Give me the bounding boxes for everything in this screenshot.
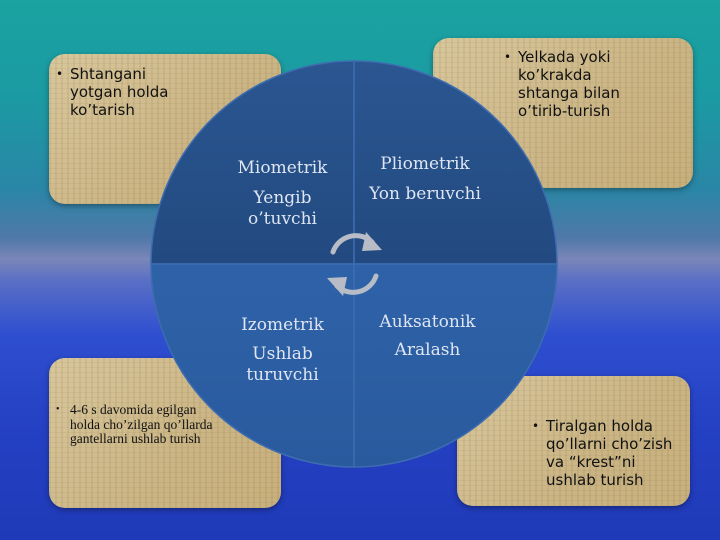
quadrant-label-top-left: Miometrik Yengib o’tuvchi [225,158,340,230]
quadrant-title: Miometrik [237,158,328,178]
quadrant-subtitle: Ushlab turuvchi [246,344,319,385]
card-top-left-bullet: • Shtangani yotgan holda ko’tarish [56,65,196,119]
quadrant-subtitle: Yon beruvchi [369,184,481,204]
bullet-icon: • [504,50,512,64]
quadrant-subtitle: Aralash [394,340,461,360]
quadrant-label-bottom-left: Izometrik Ushlab turuvchi [225,315,340,386]
wheel-quadrant-top-left [150,60,355,265]
wheel-quadrant-top-right [353,60,558,265]
quadrant-subtitle: Yengib o’tuvchi [248,188,317,229]
quadrant-label-bottom-right: Auksatonik Aralash [360,312,495,361]
card-bottom-left-text: 4-6 s davomida egilgan holda cho’zilgan … [70,402,213,446]
quadrant-title: Pliometrik [380,154,470,174]
bullet-icon: • [56,67,64,81]
arrow-head-icon [327,277,347,296]
card-top-right-text: Yelkada yoki ko’krakda shtanga bilan o’t… [518,48,620,120]
quadrant-label-top-right: Pliometrik Yon beruvchi [365,154,485,205]
quadrant-title: Auksatonik [379,312,476,332]
quadrant-title: Izometrik [241,315,324,335]
wheel-quadrant-bottom-left [150,263,355,468]
card-bottom-right-text: Tiralgan holda qo’llarni cho’zish va “kr… [546,417,673,489]
wheel-quadrant-bottom-right [353,263,558,468]
card-top-left-text: Shtangani yotgan holda ko’tarish [70,65,169,119]
arrow-head-icon [362,232,382,251]
card-bottom-left-bullet: • 4-6 s davomida egilgan holda cho’zilga… [56,402,216,447]
bullet-icon: • [56,404,60,415]
bullet-icon: • [532,419,540,433]
card-top-right-bullet: • Yelkada yoki ko’krakda shtanga bilan o… [504,48,654,120]
card-bottom-right-bullet: • Tiralgan holda qo’llarni cho’zish va “… [532,417,682,489]
